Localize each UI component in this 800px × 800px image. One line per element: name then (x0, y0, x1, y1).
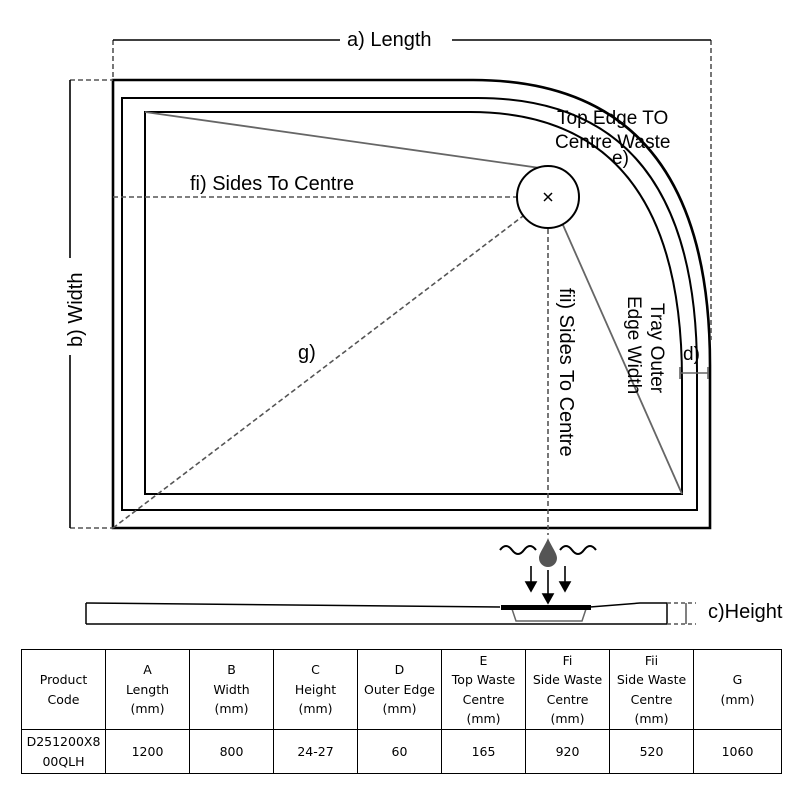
spec-header-cell-line: Width (213, 681, 250, 697)
length-dimension (112, 40, 712, 340)
fall-line-top (144, 111, 541, 169)
top-waste-label-line2: Centre Waste (555, 132, 670, 153)
spec-header-cell-line: (mm) (130, 701, 165, 717)
spec-header-cell: G (mm) (693, 649, 782, 730)
spec-value-cell-line: 165 (471, 743, 496, 759)
height-dimension (667, 602, 696, 625)
fall-line-bottom (562, 224, 683, 495)
spec-value-cell: 520 (609, 729, 694, 774)
spec-header-cell-line: E (479, 652, 488, 668)
spec-header-cell-line: Fi (562, 652, 573, 668)
spec-value-cell: 24-27 (273, 729, 358, 774)
spec-header-cell-line: Top Waste (451, 672, 516, 688)
outer-edge-letter: d) (683, 344, 700, 365)
spec-header-cell-line: D (394, 662, 405, 678)
spec-header-cell: B Width (mm) (189, 649, 274, 730)
spec-header-cell-line: A (143, 662, 152, 678)
spec-value-cell-line: 24-27 (297, 743, 334, 759)
spec-value-cell: 1060 (693, 729, 782, 774)
spec-value-cell-line: 920 (555, 743, 580, 759)
outer-edge-label-line1: Tray Outer (646, 303, 667, 394)
spec-header-cell-line: (mm) (382, 701, 417, 717)
spec-header-cell-line: (mm) (466, 710, 501, 726)
spec-header-cell: C Height (mm) (273, 649, 358, 730)
diagonal-line (112, 196, 549, 529)
spec-header-cell-line: Length (125, 681, 170, 697)
tray-outer-outline (111, 78, 712, 530)
spec-header-cell-line: Code (47, 691, 80, 707)
spec-value-cell: 800 (189, 729, 274, 774)
spec-header-cell-line: (mm) (550, 710, 585, 726)
water-wave-icon (499, 545, 597, 555)
waste-drop-icon (539, 538, 557, 567)
spec-value-cell-line: D251200X8 (26, 734, 101, 750)
spec-header-cell-line: Centre (630, 691, 673, 707)
outer-edge-dimension (679, 367, 709, 379)
down-arrow-icon (524, 566, 572, 605)
spec-value-cell: 60 (357, 729, 442, 774)
sides-centre-fii-label: fii) Sides To Centre (555, 288, 577, 457)
height-label: c)Height (708, 601, 783, 623)
top-waste-label-line1: Top Edge TO (557, 108, 668, 129)
tray-basin-outline (144, 111, 683, 495)
outer-edge-label-line2: Edge Width (623, 296, 644, 394)
tray-inner-outline (121, 97, 698, 511)
spec-value-cell-line: 1060 (721, 743, 754, 759)
shower-tray-diagram: a) Length b) Width fi) Sides To Centre f… (65, 29, 783, 625)
spec-header-cell-line: Side Waste (616, 672, 687, 688)
spec-value-cell: 920 (525, 729, 610, 774)
spec-table-data-row: D251200X8 00QLH 1200 800 24-27 60 165 920 520 106… (21, 729, 782, 774)
spec-value-cell-line: 800 (219, 743, 244, 759)
width-label: b) Width (65, 273, 87, 347)
spec-header-cell: A Length (mm) (105, 649, 190, 730)
spec-value-cell-line: 60 (391, 743, 408, 759)
centre-cross-icon (543, 192, 553, 202)
length-label: a) Length (347, 29, 432, 51)
spec-header-cell-line: Centre (546, 691, 589, 707)
width-dimension (69, 79, 113, 529)
spec-value-cell-line: 1200 (131, 743, 164, 759)
top-waste-letter: e) (612, 148, 629, 169)
spec-header-cell-line: Side Waste (532, 672, 603, 688)
diagonal-label: g) (298, 342, 316, 364)
spec-header-cell-line: Outer Edge (364, 681, 435, 697)
spec-header-cell-line: Fii (644, 652, 659, 668)
spec-header-cell-line: Height (294, 681, 337, 697)
spec-header-cell-line: G (732, 672, 743, 688)
spec-header-cell-line: (mm) (634, 710, 669, 726)
spec-header-cell-line: B (227, 662, 236, 678)
spec-value-cell: 165 (441, 729, 526, 774)
spec-header-cell-line: C (311, 662, 320, 678)
spec-header-cell-line: (mm) (298, 701, 333, 717)
spec-header-cell-line: (mm) (720, 691, 755, 707)
spec-value-cell-line: 520 (639, 743, 664, 759)
spec-value-cell: 1200 (105, 729, 190, 774)
spec-header-cell-line: Product (39, 672, 88, 688)
spec-header-cell-line: (mm) (214, 701, 249, 717)
spec-value-cell-line: 00QLH (42, 753, 85, 769)
spec-value-cell: D251200X8 00QLH (21, 729, 106, 774)
tray-side-profile (85, 602, 668, 625)
spec-header-cell: D Outer Edge (mm) (357, 649, 442, 730)
sides-centre-fi-label: fi) Sides To Centre (190, 173, 354, 195)
waste-plate (501, 605, 591, 610)
spec-header-cell-line: Centre (462, 691, 505, 707)
